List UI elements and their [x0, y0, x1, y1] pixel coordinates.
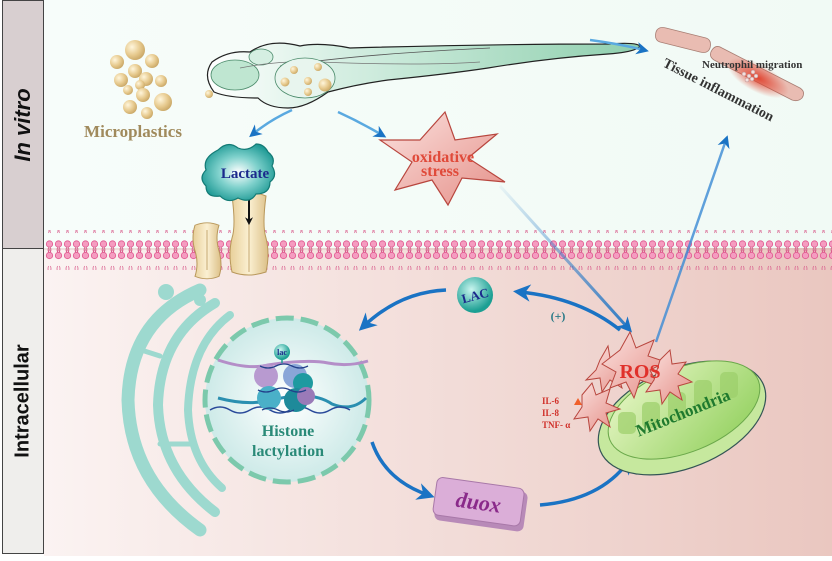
microplastics-label: Microplastics	[84, 122, 182, 141]
cytokine-il8: IL-8	[542, 408, 560, 418]
oxidative-stress-line2: stress	[421, 163, 459, 180]
in-vitro-label: In vitro	[10, 88, 35, 162]
cell-membrane	[44, 230, 832, 270]
oxidative-stress-badge: oxidative stress	[378, 110, 506, 207]
arrow-stress-to-ros	[498, 184, 633, 333]
microplastics-icon	[110, 40, 172, 119]
histone-label-line1: Histone	[262, 423, 314, 440]
arrow-nucleus-to-duox	[370, 441, 435, 500]
arrow-fish-to-stress	[337, 110, 387, 138]
zebrafish-larva-icon	[205, 42, 641, 109]
lac-molecule-label: LAC	[460, 285, 490, 307]
tissue-inflammation-icon	[655, 27, 804, 102]
endoplasmic-reticulum-icon	[121, 283, 234, 537]
positive-feedback-label: (+)	[551, 309, 566, 323]
arrow-fish-to-lactate	[249, 108, 293, 138]
mitochondria-icon	[597, 360, 767, 476]
intracellular-label: Intracellular	[11, 344, 34, 458]
ros-cluster	[572, 330, 694, 433]
membrane-transporter-small	[192, 222, 222, 280]
region-label-intracellular: Intracellular	[2, 248, 44, 554]
duox-label: duox	[454, 487, 502, 518]
arrow-lac-to-nucleus	[358, 288, 447, 331]
neutrophil-migration-label: Neutrophil migration	[702, 59, 802, 71]
lactate-label: Lactate	[221, 166, 270, 182]
cytokine-il6: IL-6	[542, 396, 560, 406]
lac-tag: lac	[274, 344, 290, 360]
histone-label-line2: lactylation	[252, 443, 324, 460]
lac-tag-label: lac	[277, 348, 287, 357]
arrow-fish-to-tissue	[589, 38, 649, 55]
cytokines-list: IL-6 IL-8 TNF- α	[542, 396, 582, 432]
duox-badge: duox	[432, 477, 528, 532]
region-label-in-vitro: In vitro	[2, 0, 44, 250]
oxidative-stress-line1: oxidative	[412, 149, 474, 166]
lactate-badge: Lactate	[201, 143, 276, 202]
arrow-ros-to-tissue	[654, 135, 730, 343]
cytokine-tnf: TNF- α	[542, 420, 570, 430]
nucleus-icon	[202, 315, 372, 485]
ros-label: ROS	[619, 361, 660, 383]
lac-molecule: LAC	[457, 277, 493, 313]
arrow-ros-to-lac	[513, 284, 622, 332]
lactate-transporter	[229, 191, 269, 276]
